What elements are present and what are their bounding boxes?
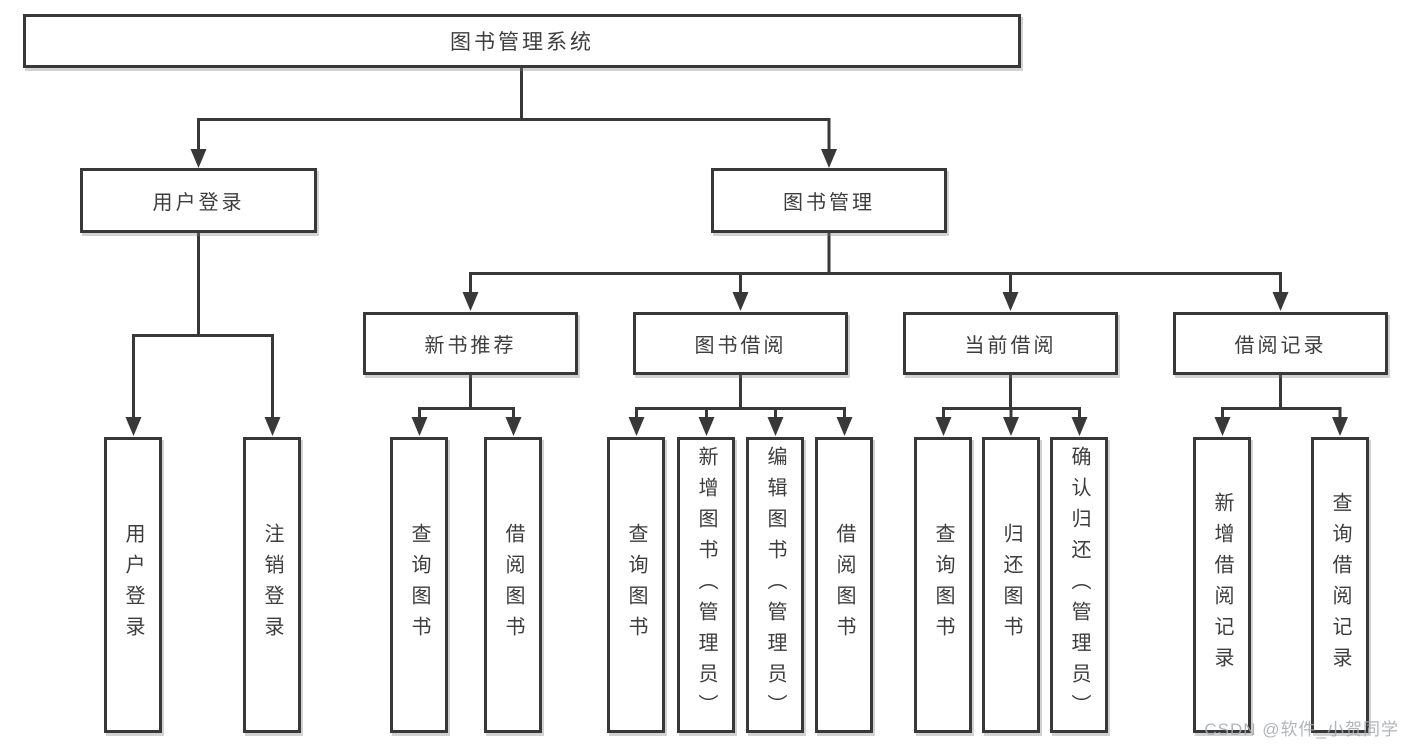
node-label: 图书管理系统 <box>450 31 594 54</box>
node-label: 用户登录 <box>122 523 144 647</box>
leaf-recommend-borrow-book: 借阅图书 <box>484 437 542 733</box>
leaf-borrow-add-book-admin: 新增图书（管理员） <box>677 437 735 733</box>
arrow-down-icon <box>628 417 645 436</box>
leaf-borrow-query-book: 查询图书 <box>607 437 665 733</box>
leaf-current-query-book: 查询图书 <box>914 437 972 733</box>
arrow-down-icon <box>505 417 522 436</box>
arrow-down-icon <box>698 417 715 436</box>
node-current-borrow: 当前借阅 <box>903 312 1118 375</box>
leaf-borrow-borrow-book: 借阅图书 <box>815 437 873 733</box>
node-label: 查询图书 <box>932 523 954 647</box>
arrow-down-icon <box>767 417 784 436</box>
node-label: 用户登录 <box>152 192 245 214</box>
connector-book-borrow <box>635 373 846 419</box>
node-label: 图书借阅 <box>694 335 787 357</box>
leaf-current-confirm-return-admin: 确认归还（管理员） <box>1050 437 1108 733</box>
node-label: 确认归还（管理员） <box>1068 445 1090 725</box>
node-user-login: 用户登录 <box>80 168 317 233</box>
arrow-down-icon <box>264 417 281 436</box>
csdn-watermark: CSDN @软件_小贺同学 <box>1204 720 1399 739</box>
leaf-records-add-record: 新增借阅记录 <box>1193 437 1251 733</box>
leaf-borrow-edit-book-admin: 编辑图书（管理员） <box>746 437 804 733</box>
connector-new-book-recommend <box>418 373 515 419</box>
node-book-borrow: 图书借阅 <box>633 312 848 375</box>
node-label: 新增借阅记录 <box>1211 492 1233 678</box>
leaf-logout: 注销登录 <box>243 437 301 733</box>
leaf-current-return-book: 归还图书 <box>982 437 1040 733</box>
leaf-recommend-query-book: 查询图书 <box>390 437 448 733</box>
leaf-records-query-record: 查询借阅记录 <box>1311 437 1369 733</box>
node-label: 新书推荐 <box>424 335 517 357</box>
arrow-down-icon <box>935 417 952 436</box>
node-label: 查询图书 <box>408 523 430 647</box>
node-borrow-records: 借阅记录 <box>1173 312 1388 375</box>
node-book-management: 图书管理 <box>711 168 947 233</box>
arrow-down-icon <box>190 149 207 168</box>
node-label: 归还图书 <box>1000 523 1022 647</box>
arrow-down-icon <box>821 149 837 168</box>
node-label: 借阅图书 <box>833 523 855 647</box>
node-label: 借阅记录 <box>1234 335 1327 357</box>
connector-root <box>197 66 831 151</box>
node-new-book-recommend: 新书推荐 <box>363 312 578 375</box>
leaf-user-login: 用户登录 <box>104 437 162 733</box>
node-label: 查询图书 <box>625 523 647 647</box>
arrow-down-icon <box>1003 417 1019 436</box>
connector-book-management <box>469 231 1282 294</box>
arrow-down-icon <box>1332 417 1348 436</box>
connector-user-login <box>132 231 274 419</box>
arrow-down-icon <box>732 292 749 311</box>
node-label: 注销登录 <box>261 523 283 647</box>
arrow-down-icon <box>836 417 853 436</box>
node-label: 当前借阅 <box>964 335 1057 357</box>
arrow-down-icon <box>411 417 428 436</box>
arrow-down-icon <box>125 417 142 436</box>
node-library-management-system: 图书管理系统 <box>23 14 1021 68</box>
arrow-down-icon <box>1002 292 1019 311</box>
arrow-down-icon <box>1214 417 1231 436</box>
connector-current-borrow <box>942 373 1081 419</box>
node-label: 查询借阅记录 <box>1329 492 1351 678</box>
node-label: 编辑图书（管理员） <box>764 445 786 725</box>
arrow-down-icon <box>462 292 479 311</box>
arrow-down-icon <box>1272 292 1289 311</box>
node-label: 新增图书（管理员） <box>695 445 717 725</box>
node-label: 图书管理 <box>783 192 875 214</box>
node-label: 借阅图书 <box>502 523 524 647</box>
connector-borrow-records <box>1221 373 1342 419</box>
arrow-down-icon <box>1071 417 1088 436</box>
